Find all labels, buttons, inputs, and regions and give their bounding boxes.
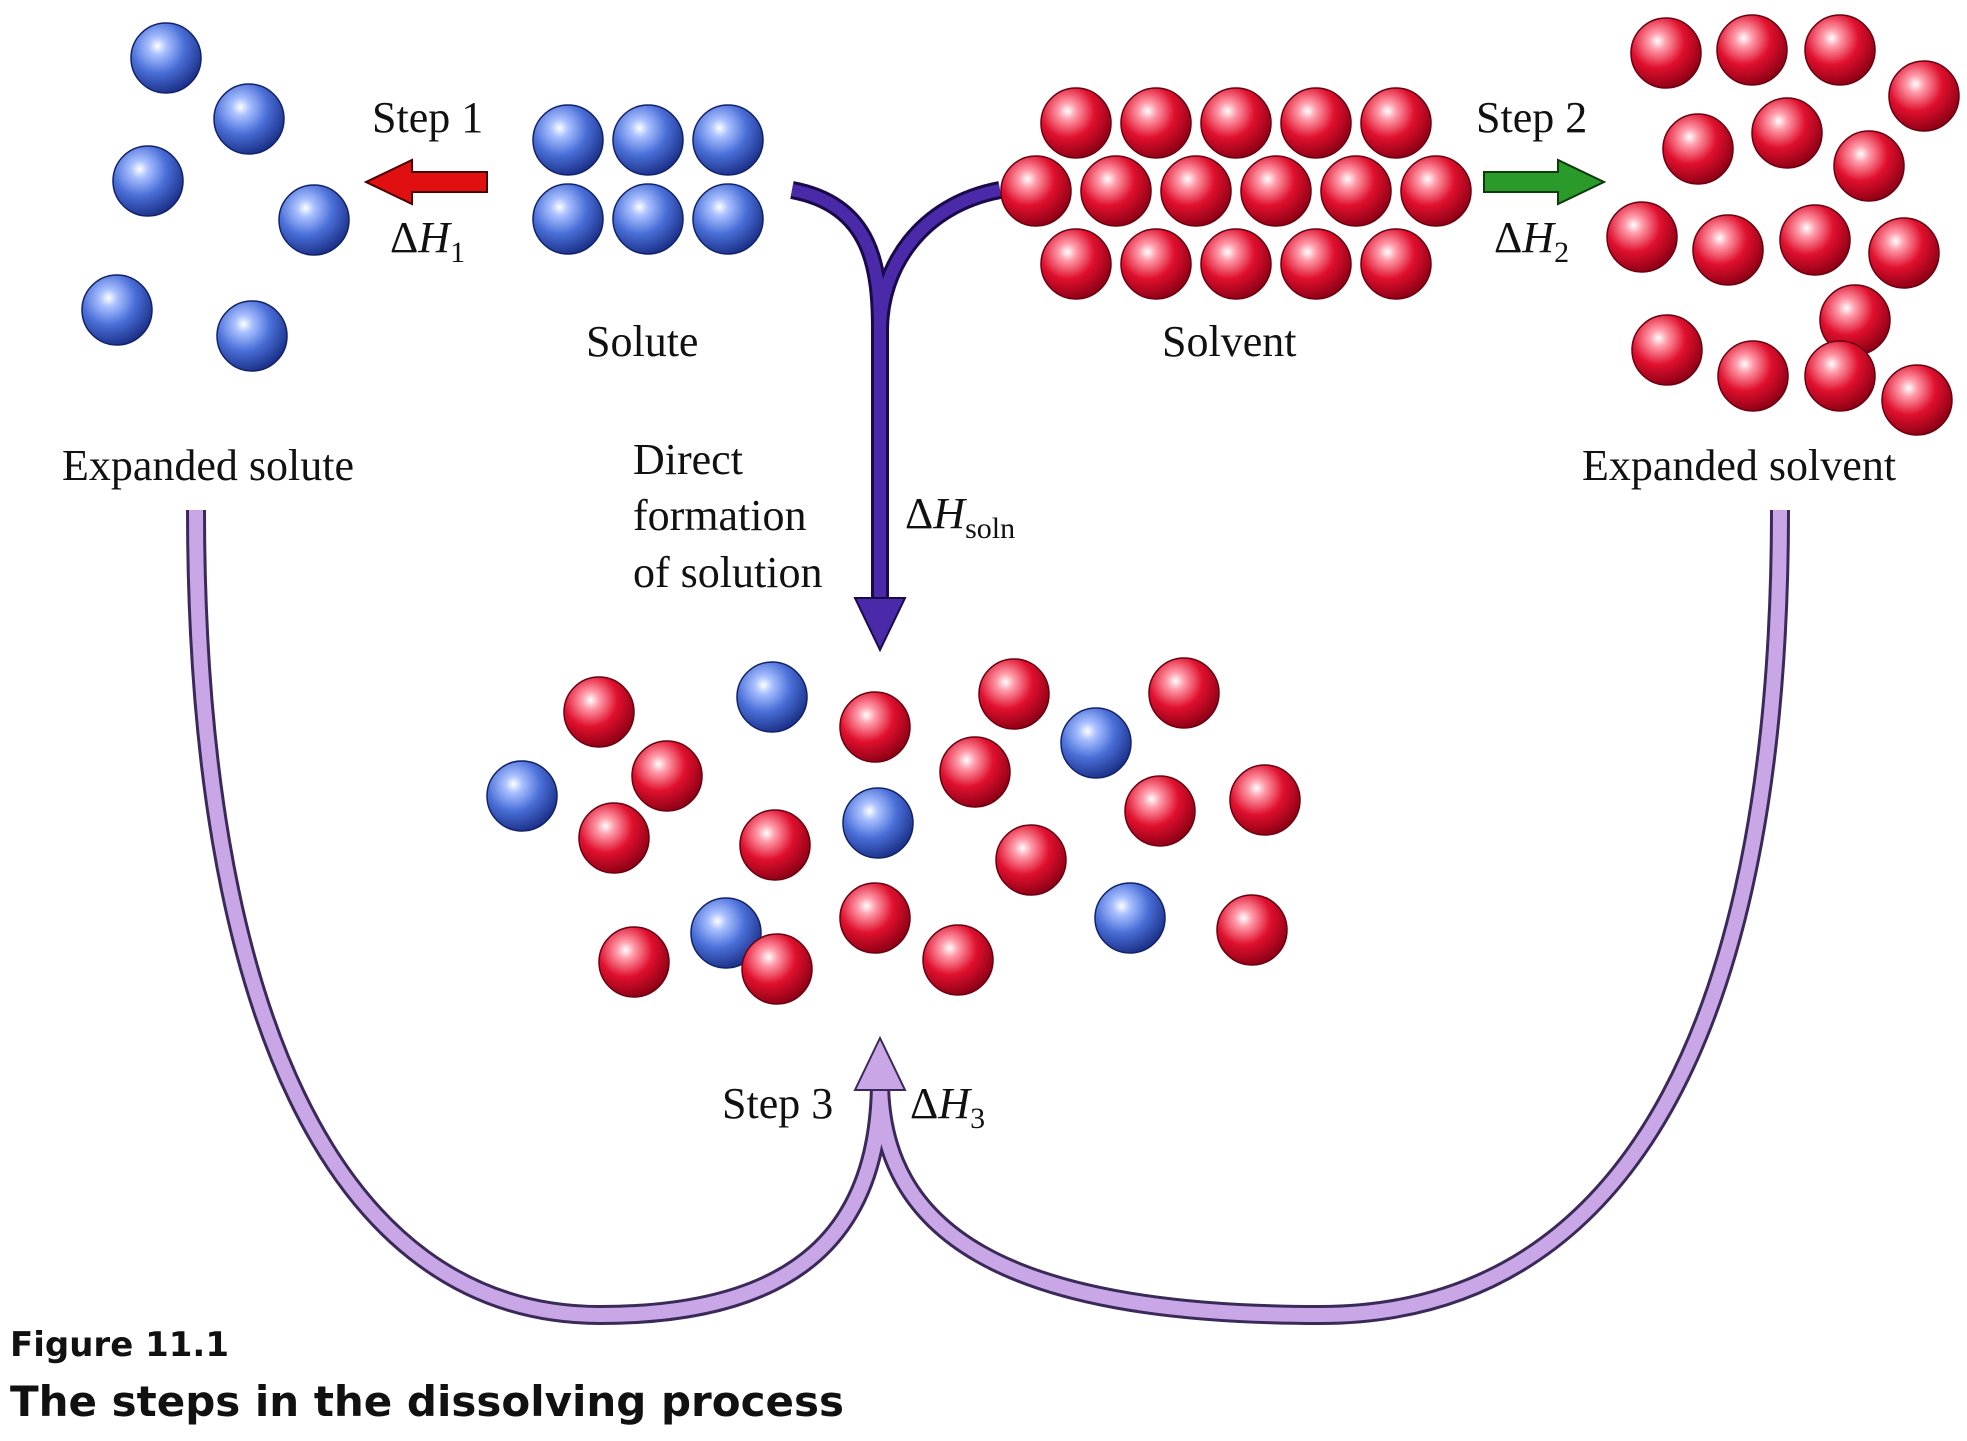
expanded-solvent-particle bbox=[1630, 17, 1702, 89]
solute-particle bbox=[612, 104, 684, 176]
expanded-solute-particle bbox=[216, 300, 288, 372]
solvent-label: Solvent bbox=[1162, 317, 1296, 366]
step3-arrow bbox=[186, 509, 1790, 1326]
delta-h3-delta: Δ bbox=[910, 1079, 938, 1128]
solvent-particle bbox=[1320, 155, 1392, 227]
solution-solute-particle bbox=[690, 897, 762, 969]
solvent-particle bbox=[1280, 228, 1352, 300]
solute-particle bbox=[612, 183, 684, 255]
solution-solute-particle bbox=[1094, 882, 1166, 954]
solvent-particle bbox=[1200, 87, 1272, 159]
expanded-solute-particle bbox=[278, 184, 350, 256]
solution-solvent-particle bbox=[939, 736, 1011, 808]
solution-solvent-particle bbox=[839, 882, 911, 954]
particle-layer bbox=[81, 14, 1960, 1005]
figure-caption: The steps in the dissolving process bbox=[10, 1377, 844, 1426]
solution-solvent-particle bbox=[563, 676, 635, 748]
expanded-solvent-particle bbox=[1751, 97, 1823, 169]
delta-hsoln-subscript: soln bbox=[965, 512, 1015, 545]
solvent-particle bbox=[1360, 228, 1432, 300]
expanded-solute-particle bbox=[81, 274, 153, 346]
delta-h-soln-label: ΔHsoln bbox=[905, 489, 1015, 545]
expanded-solute-particle bbox=[112, 145, 184, 217]
solvent-particle bbox=[1040, 87, 1112, 159]
expanded-solvent-particle bbox=[1888, 60, 1960, 132]
solute-particle bbox=[532, 104, 604, 176]
step1-label: Step 1 bbox=[372, 93, 483, 142]
delta-h2-subscript: 2 bbox=[1554, 236, 1569, 269]
delta-h3-label: ΔH3 bbox=[910, 1079, 985, 1135]
solvent-particle bbox=[1040, 228, 1112, 300]
solution-solvent-particle bbox=[1124, 775, 1196, 847]
solution-solvent-particle bbox=[739, 809, 811, 881]
delta-h2-label: ΔH2 bbox=[1494, 213, 1569, 269]
direct-formation-arrow bbox=[790, 181, 1002, 653]
delta-h2-delta: Δ bbox=[1494, 213, 1522, 262]
solution-solute-particle bbox=[736, 661, 808, 733]
step2-arrow bbox=[1483, 158, 1607, 206]
solvent-particle bbox=[1120, 87, 1192, 159]
solvent-particle bbox=[1240, 155, 1312, 227]
expanded-solute-label: Expanded solute bbox=[62, 441, 354, 490]
delta-h2-symbol: H bbox=[1521, 213, 1556, 262]
delta-h1-symbol: H bbox=[417, 213, 452, 262]
solvent-particle bbox=[1400, 155, 1472, 227]
solution-solvent-particle bbox=[922, 924, 994, 996]
figure-number: Figure 11.1 bbox=[10, 1325, 229, 1365]
direct-line3-label: of solution bbox=[633, 548, 822, 597]
step3-label: Step 3 bbox=[722, 1079, 833, 1128]
expanded-solvent-label: Expanded solvent bbox=[1582, 441, 1896, 490]
solute-particle bbox=[532, 183, 604, 255]
expanded-solvent-particle bbox=[1716, 14, 1788, 86]
solution-solvent-particle bbox=[1216, 894, 1288, 966]
delta-h1-subscript: 1 bbox=[450, 236, 465, 269]
solvent-particle bbox=[1080, 155, 1152, 227]
solution-solute-particle bbox=[1060, 707, 1132, 779]
solution-solvent-particle bbox=[578, 802, 650, 874]
solvent-particle bbox=[1200, 228, 1272, 300]
expanded-solvent-particle bbox=[1881, 364, 1953, 436]
solvent-particle bbox=[1000, 155, 1072, 227]
delta-hsoln-symbol: H bbox=[932, 489, 967, 538]
delta-h3-symbol: H bbox=[937, 1079, 972, 1128]
expanded-solvent-particle bbox=[1779, 204, 1851, 276]
expanded-solute-particle bbox=[213, 83, 285, 155]
solution-solvent-particle bbox=[1148, 657, 1220, 729]
direct-line1-label: Direct bbox=[633, 435, 743, 484]
solution-solvent-particle bbox=[995, 824, 1067, 896]
expanded-solvent-particle bbox=[1606, 201, 1678, 273]
solute-particle bbox=[692, 183, 764, 255]
solute-label: Solute bbox=[586, 317, 698, 366]
solute-particle bbox=[692, 104, 764, 176]
solution-solvent-particle bbox=[839, 691, 911, 763]
delta-h1-delta: Δ bbox=[390, 213, 418, 262]
step2-label: Step 2 bbox=[1476, 93, 1587, 142]
step1-arrow bbox=[363, 158, 488, 206]
delta-hsoln-delta: Δ bbox=[905, 489, 933, 538]
delta-h1-label: ΔH1 bbox=[390, 213, 465, 269]
expanded-solvent-particle bbox=[1631, 314, 1703, 386]
solution-solvent-particle bbox=[1229, 764, 1301, 836]
solution-solvent-particle bbox=[978, 658, 1050, 730]
solution-solvent-particle bbox=[631, 740, 703, 812]
expanded-solvent-particle bbox=[1804, 14, 1876, 86]
direct-line2-label: formation bbox=[633, 491, 807, 540]
expanded-solvent-particle bbox=[1833, 130, 1905, 202]
solution-solvent-particle bbox=[741, 933, 813, 1005]
solvent-particle bbox=[1160, 155, 1232, 227]
solution-solvent-particle bbox=[598, 926, 670, 998]
expanded-solvent-particle bbox=[1804, 340, 1876, 412]
delta-h3-subscript: 3 bbox=[970, 1102, 985, 1135]
solution-solute-particle bbox=[486, 760, 558, 832]
expanded-solvent-particle bbox=[1717, 340, 1789, 412]
solvent-particle bbox=[1360, 87, 1432, 159]
solvent-particle bbox=[1120, 228, 1192, 300]
solution-solute-particle bbox=[842, 787, 914, 859]
expanded-solute-particle bbox=[130, 22, 202, 94]
expanded-solvent-particle bbox=[1868, 217, 1940, 289]
expanded-solvent-particle bbox=[1662, 113, 1734, 185]
solvent-particle bbox=[1280, 87, 1352, 159]
expanded-solvent-particle bbox=[1692, 214, 1764, 286]
